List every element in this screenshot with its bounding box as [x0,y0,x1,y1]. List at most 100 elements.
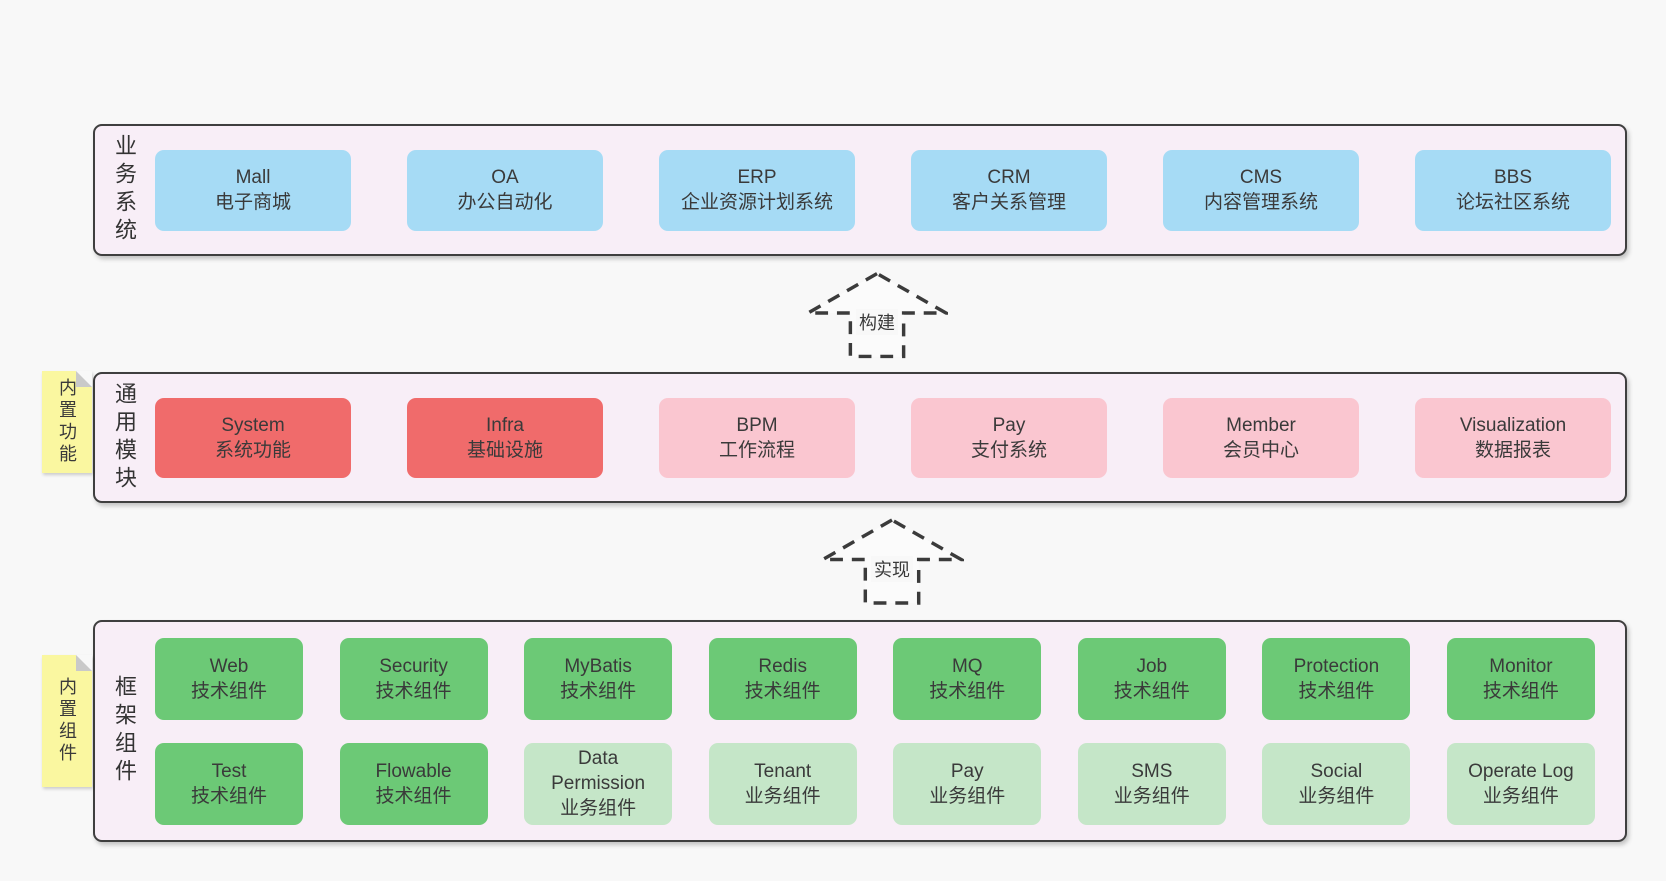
box-operate-log: Operate Log 业务组件 [1446,742,1595,825]
box-row: System 系统功能 Infra 基础设施 BPM 工作流程 Pay 支付系统 Member 会… [155,397,1611,478]
layer-modules-title: 通用模块 [112,381,137,494]
box-title: Infra [485,414,525,436]
box-title: CMS [1239,167,1283,188]
box-title: System [221,414,285,436]
box-title: Pay [992,414,1026,436]
box-title: Social [1310,760,1363,782]
box-subtitle: 技术组件 [1482,680,1559,702]
box-mq: MQ 技术组件 [893,637,1042,720]
box-title: MQ [951,655,983,677]
box-subtitle: 技术组件 [375,680,452,702]
box-title: ERP [737,167,777,188]
box-infra: Infra 基础设施 [407,397,603,478]
box-title: Member [1226,414,1296,436]
box-title: OA [491,167,519,188]
layer-components-title: 框架组件 [112,675,137,787]
box-title: Pay [950,760,984,782]
box-system: System 系统功能 [155,397,351,478]
box-security: Security 技术组件 [339,637,488,720]
box-redis: Redis 技术组件 [708,637,857,720]
box-flowable: Flowable 技术组件 [339,742,488,825]
box-oa: OA 办公自动化 [407,149,603,231]
box-subtitle: 技术组件 [375,785,452,807]
box-subtitle: 工作流程 [718,439,795,461]
box-crm: CRM 客户关系管理 [911,149,1107,231]
sticky-note-builtin-components: 内置组件 [42,655,92,787]
box-sms: SMS 业务组件 [1077,742,1226,825]
box-subtitle: 技术组件 [1298,680,1375,702]
box-subtitle: 业务组件 [1113,785,1190,807]
box-title: Security [379,655,448,677]
box-subtitle: 技术组件 [1113,680,1190,702]
box-subtitle: 数据报表 [1474,439,1551,461]
box-subtitle: 业务组件 [1482,785,1559,807]
box-erp: ERP 企业资源计划系统 [659,149,855,231]
box-title: Redis [758,655,807,677]
sticky-note-builtin-components-label: 内置组件 [57,677,77,765]
box-subtitle: 内容管理系统 [1203,192,1318,213]
box-subtitle: 支付系统 [970,439,1047,461]
box-title: SMS [1131,760,1173,782]
arrow-implement: 实现 [820,518,964,605]
layer-modules-title-wrap: 通用模块 [95,374,153,501]
box-subtitle: 论坛社区系统 [1455,192,1570,213]
box-subtitle: 会员中心 [1222,439,1299,461]
layer-business-systems: 业务系统 Mall 电子商城 OA 办公自动化 ERP 企业资源计划系统 CRM 客户关系管理… [93,124,1627,256]
box-row: Mall 电子商城 OA 办公自动化 ERP 企业资源计划系统 CRM 客户关系管理 CMS 内容… [155,149,1611,231]
box-title: Data Permission [551,748,646,794]
box-subtitle: 电子商城 [214,192,291,213]
box-title: Visualization [1459,414,1567,436]
box-job: Job 技术组件 [1077,637,1226,720]
box-title: Flowable [375,760,452,782]
box-title: CRM [987,167,1031,188]
box-title: Test [211,760,247,782]
box-title: Operate Log [1468,760,1574,782]
box-cms: CMS 内容管理系统 [1163,149,1359,231]
box-visualization: Visualization 数据报表 [1415,397,1611,478]
box-title: Job [1136,655,1168,677]
box-bpm: BPM 工作流程 [659,397,855,478]
box-subtitle: 业务组件 [560,798,637,819]
box-monitor: Monitor 技术组件 [1446,637,1595,720]
box-mall: Mall 电子商城 [155,149,351,231]
box-title: BPM [736,414,778,436]
box-title: Monitor [1489,655,1553,677]
box-subtitle: 技术组件 [929,680,1006,702]
box-subtitle: 技术组件 [744,680,821,702]
sticky-note-builtin-features: 内置功能 [42,371,92,473]
box-subtitle: 企业资源计划系统 [680,192,833,213]
layer-business-rows: Mall 电子商城 OA 办公自动化 ERP 企业资源计划系统 CRM 客户关系管理 CMS 内容… [155,126,1611,254]
box-member: Member 会员中心 [1163,397,1359,478]
layer-components-title-wrap: 框架组件 [95,622,153,840]
layer-business-title-wrap: 业务系统 [95,126,153,254]
layer-modules-rows: System 系统功能 Infra 基础设施 BPM 工作流程 Pay 支付系统 Member 会… [155,374,1611,501]
box-subtitle: 办公自动化 [457,192,553,213]
box-subtitle: 技术组件 [190,785,267,807]
box-subtitle: 技术组件 [190,680,267,702]
box-subtitle: 技术组件 [560,680,637,702]
box-tenant: Tenant 业务组件 [708,742,857,825]
box-subtitle: 基础设施 [466,439,543,461]
arrow-build: 构建 [806,271,948,359]
box-title: Mall [235,167,271,188]
box-title: MyBatis [564,655,632,677]
box-title: Tenant [754,760,812,782]
layer-common-modules: 通用模块 System 系统功能 Infra 基础设施 BPM 工作流程 Pay 支付系统 Me… [93,372,1627,503]
box-subtitle: 业务组件 [929,785,1006,807]
box-title: Protection [1293,655,1380,677]
box-protection: Protection 技术组件 [1262,637,1411,720]
box-pay: Pay 业务组件 [893,742,1042,825]
box-subtitle: 客户关系管理 [951,192,1066,213]
box-test: Test 技术组件 [155,742,303,825]
box-subtitle: 业务组件 [744,785,821,807]
sticky-note-builtin-features-label: 内置功能 [57,378,77,466]
layer-business-title: 业务系统 [112,134,137,246]
arrow-implement-label: 实现 [871,556,913,582]
box-subtitle: 系统功能 [214,439,291,461]
